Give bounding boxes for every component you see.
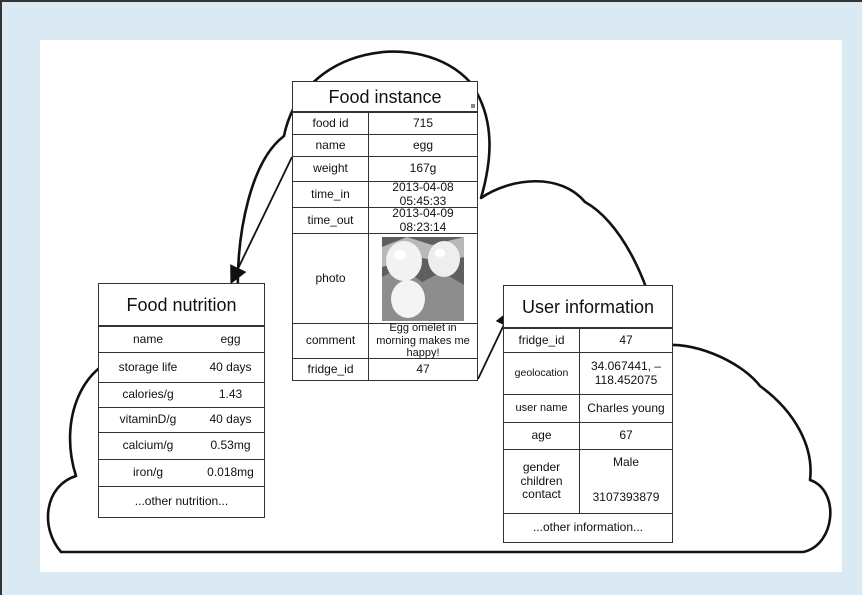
arrow-to-nutrition bbox=[230, 156, 293, 285]
row-value: 34.067441, –118.452075 bbox=[590, 358, 662, 387]
contact-label: contact bbox=[522, 487, 561, 502]
diagram-canvas: Food instance food id 715 name egg weigh… bbox=[40, 40, 842, 572]
row-key: name bbox=[132, 331, 164, 346]
row-key: user name bbox=[504, 395, 580, 422]
table-row: vitaminD/g 40 days bbox=[99, 408, 264, 433]
food-nutrition-title: Food nutrition bbox=[99, 284, 264, 327]
table-row: fridge_id 47 bbox=[293, 359, 477, 380]
table-row: user name Charles young bbox=[504, 395, 672, 423]
food-instance-table: Food instance food id 715 name egg weigh… bbox=[292, 81, 478, 381]
row-key: calories/g bbox=[122, 387, 174, 402]
table-row: name egg bbox=[293, 135, 477, 157]
table-row: iron/g 0.018mg bbox=[99, 460, 264, 487]
food-instance-title: Food instance bbox=[293, 82, 477, 113]
table-row: name egg bbox=[99, 327, 264, 353]
row-key: name bbox=[293, 135, 369, 156]
row-value: 1.43 bbox=[218, 387, 243, 402]
row-key: calcium/g bbox=[122, 438, 174, 453]
user-information-table: User information fridge_id 47 geolocatio… bbox=[503, 285, 673, 543]
photo-label: photo bbox=[293, 234, 369, 323]
egg-photo bbox=[382, 236, 464, 321]
row-value: egg bbox=[220, 331, 241, 346]
comment-value: Egg omelet in morning makes me happy! bbox=[376, 322, 470, 360]
egg-photo-image bbox=[382, 236, 464, 321]
row-value: Charles young bbox=[587, 400, 665, 415]
table-row: food id 715 bbox=[293, 113, 477, 135]
row-value: 167g bbox=[409, 161, 437, 176]
user-information-title: User information bbox=[504, 286, 672, 329]
table-row: calories/g 1.43 bbox=[99, 383, 264, 408]
footer-row: ...other information... bbox=[504, 514, 672, 542]
table-row: calcium/g 0.53mg bbox=[99, 433, 264, 460]
table-row: time_in 2013-04-08 05:45:33 bbox=[293, 179, 477, 208]
multi-keys: gender children contact bbox=[504, 450, 580, 513]
row-key: vitaminD/g bbox=[119, 412, 177, 427]
table-row: storage life 40 days bbox=[99, 353, 264, 383]
row-key: food id bbox=[293, 113, 369, 134]
corner-marker bbox=[471, 104, 475, 108]
contact-value: 3107393879 bbox=[592, 490, 660, 505]
row-key: time_in bbox=[293, 182, 369, 207]
food-instance-title-text: Food instance bbox=[328, 87, 442, 107]
fridge-id-label: fridge_id bbox=[293, 359, 369, 380]
row-value: 715 bbox=[412, 115, 434, 130]
row-key: geolocation bbox=[504, 353, 580, 394]
row-value: 47 bbox=[619, 332, 633, 347]
row-key: iron/g bbox=[132, 465, 164, 480]
table-row: geolocation 34.067441, –118.452075 bbox=[504, 353, 672, 395]
multi-values: Male 3107393879 bbox=[580, 450, 672, 513]
row-key: fridge_id bbox=[504, 329, 580, 352]
gender-value: Male bbox=[612, 455, 639, 469]
row-value: 40 days bbox=[209, 412, 252, 427]
fridge-id-value: 47 bbox=[416, 361, 430, 376]
row-value: egg bbox=[412, 137, 434, 152]
table-row: age 67 bbox=[504, 423, 672, 450]
row-value: 2013-04-08 05:45:33 bbox=[392, 179, 454, 208]
row-key: time_out bbox=[293, 208, 369, 233]
user-footer: ...other information... bbox=[532, 520, 644, 535]
row-value: 0.018mg bbox=[207, 465, 254, 480]
photo-cell bbox=[369, 234, 477, 323]
comment-label: comment bbox=[293, 324, 369, 358]
row-value: 40 days bbox=[209, 359, 252, 374]
nutrition-footer: ...other nutrition... bbox=[134, 494, 229, 509]
row-key: storage life bbox=[118, 359, 178, 374]
row-key: weight bbox=[293, 157, 369, 181]
row-value: 0.53mg bbox=[210, 438, 251, 453]
children-label: children bbox=[520, 473, 563, 488]
comment-row: comment Egg omelet in morning makes me h… bbox=[293, 322, 477, 360]
table-row: fridge_id 47 bbox=[504, 329, 672, 353]
food-nutrition-table: Food nutrition name egg storage life 40 … bbox=[98, 283, 265, 518]
table-row: weight 167g bbox=[293, 157, 477, 182]
photo-row: photo bbox=[293, 234, 477, 324]
footer-row: ...other nutrition... bbox=[99, 487, 264, 517]
row-value: 2013-04-09 08:23:14 bbox=[392, 205, 454, 234]
row-key: age bbox=[504, 423, 580, 449]
table-row: time_out 2013-04-09 08:23:14 bbox=[293, 205, 477, 234]
row-value: 67 bbox=[619, 428, 633, 443]
gender-label: gender bbox=[522, 459, 561, 474]
multi-row: gender children contact Male 3107393879 bbox=[504, 450, 672, 514]
